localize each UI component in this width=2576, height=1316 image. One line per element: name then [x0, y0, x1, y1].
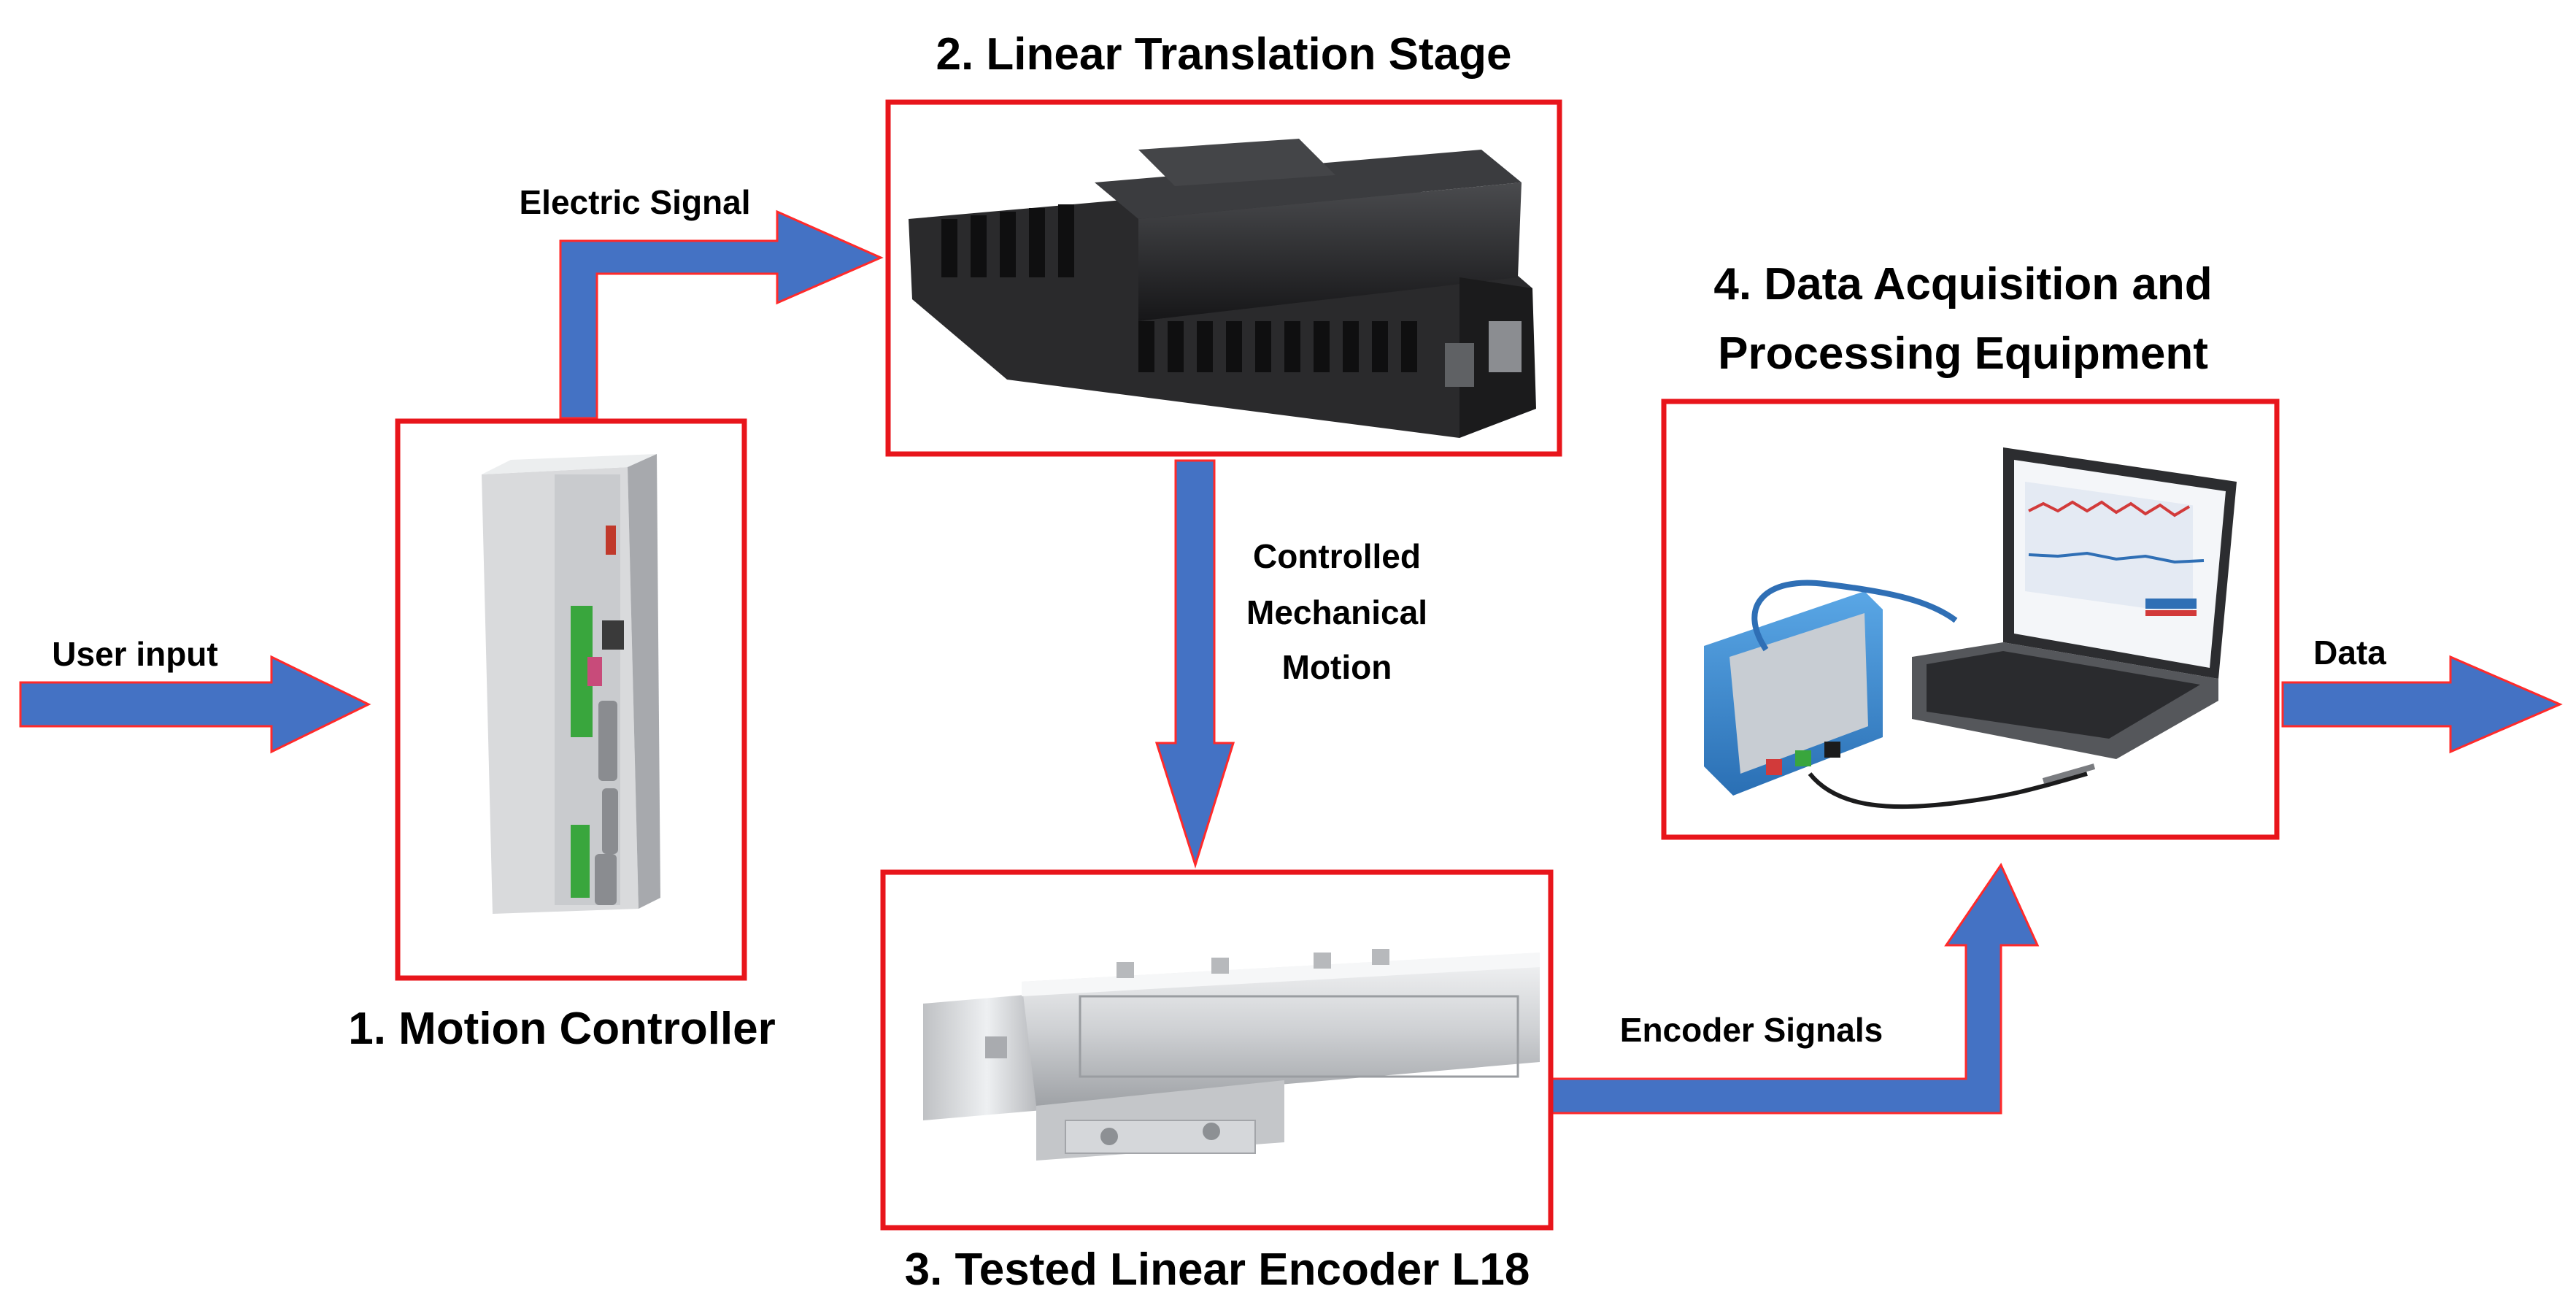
translation-stage-device-image	[909, 139, 1536, 438]
user-input-label: User input	[52, 635, 217, 673]
data-output-label: Data	[2313, 634, 2386, 672]
linear-encoder-label: 3. Tested Linear Encoder L18	[905, 1244, 1530, 1295]
daq-device-image	[1704, 447, 2237, 809]
mechanical-motion-label-line1: Controlled	[1253, 537, 1421, 575]
translation-stage-label: 2. Linear Translation Stage	[936, 29, 1511, 80]
motion-controller-device-image	[482, 454, 660, 914]
user-input-arrow	[19, 655, 371, 754]
data-output-arrow	[2281, 655, 2563, 754]
encoder-signals-arrow	[1551, 862, 2040, 1115]
electric-signal-arrow	[559, 209, 884, 420]
daq-label-line1: 4. Data Acquisition and	[1713, 259, 2212, 309]
mechanical-motion-arrow	[1154, 459, 1235, 869]
mechanical-motion-label-line3: Motion	[1282, 648, 1392, 686]
encoder-signals-label: Encoder Signals	[1620, 1011, 1883, 1049]
motion-controller-label: 1. Motion Controller	[348, 1004, 776, 1054]
linear-encoder-device-image	[923, 949, 1540, 1161]
electric-signal-label: Electric Signal	[519, 183, 750, 221]
mechanical-motion-label-line2: Mechanical	[1246, 593, 1427, 631]
daq-label-line2: Processing Equipment	[1718, 328, 2208, 379]
